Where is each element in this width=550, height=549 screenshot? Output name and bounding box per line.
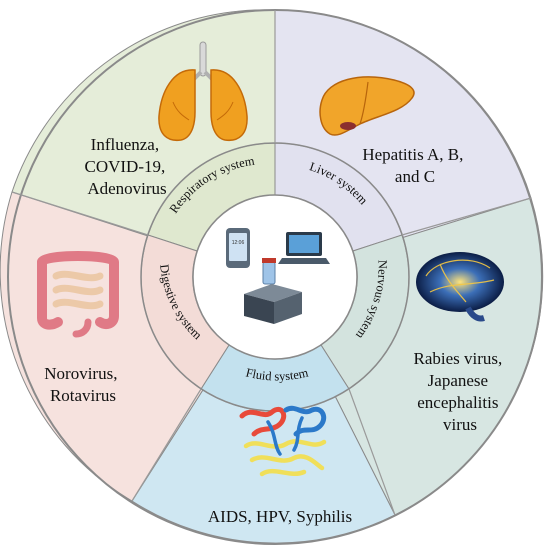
sample-tube-icon xyxy=(262,258,276,285)
diseases-liver: Hepatitis A, B, and C xyxy=(362,145,467,186)
diseases-respiratory: Influenza, COVID-19, Adenovirus xyxy=(85,135,170,198)
diseases-fluid: AIDS, HPV, Syphilis xyxy=(208,507,352,526)
laptop-icon xyxy=(278,232,330,264)
intestine-icon xyxy=(37,251,119,338)
vessels-icon xyxy=(239,405,327,477)
diseases-nervous: Rabies virus, Japanese encephalitis viru… xyxy=(413,349,506,434)
phone-icon: 12:06 xyxy=(226,228,250,268)
svg-text:12:06: 12:06 xyxy=(232,240,245,246)
sector-dividers xyxy=(11,10,532,516)
diseases-digestive: Norovirus, Rotavirus xyxy=(44,364,121,405)
lungs-icon xyxy=(158,41,248,142)
ring-label-fluid: Fluid system xyxy=(244,365,309,383)
brain-icon xyxy=(416,252,504,322)
liver-icon xyxy=(319,76,415,136)
sensor-device-icon xyxy=(244,284,302,324)
